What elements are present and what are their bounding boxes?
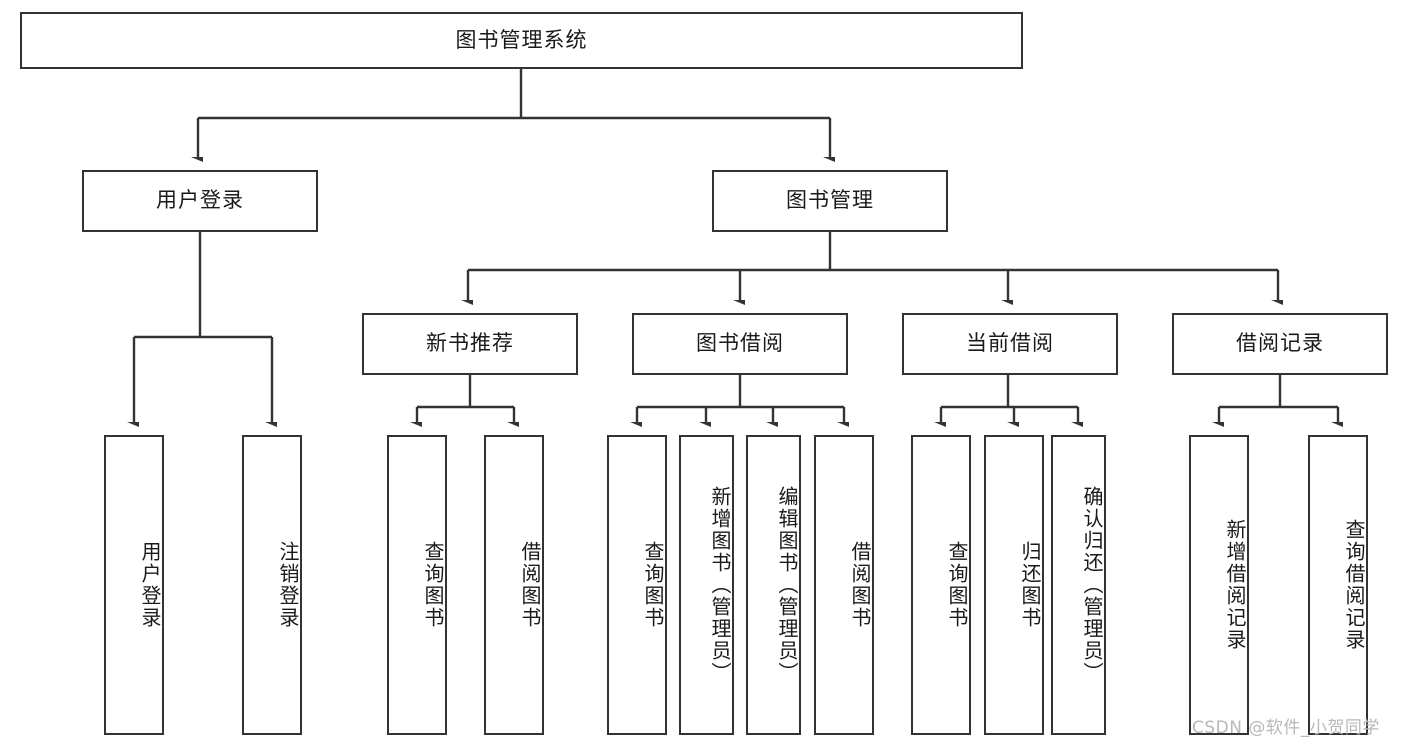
node-label: 查询图书 bbox=[945, 541, 969, 629]
leaf-user-login[interactable]: 用户登录 bbox=[104, 435, 164, 735]
leaf-query-book-current[interactable]: 查询图书 bbox=[911, 435, 971, 735]
node-label: 确认归还（管理员） bbox=[1080, 486, 1104, 684]
watermark-text: CSDN @软件_小贺同学 bbox=[1192, 718, 1380, 738]
leaf-confirm-return-admin[interactable]: 确认归还（管理员） bbox=[1051, 435, 1106, 735]
leaf-add-borrow-record[interactable]: 新增借阅记录 bbox=[1189, 435, 1249, 735]
node-label: 新书推荐 bbox=[426, 331, 514, 356]
node-book-borrow[interactable]: 图书借阅 bbox=[632, 313, 848, 375]
node-label: 新增图书（管理员） bbox=[708, 486, 732, 684]
leaf-query-borrow-record[interactable]: 查询借阅记录 bbox=[1308, 435, 1368, 735]
node-label: 借阅图书 bbox=[518, 541, 542, 629]
node-label: 借阅记录 bbox=[1236, 331, 1324, 356]
node-label: 编辑图书（管理员） bbox=[775, 486, 799, 684]
node-label: 归还图书 bbox=[1018, 541, 1042, 629]
node-label: 借阅图书 bbox=[848, 541, 872, 629]
node-label: 图书管理 bbox=[786, 188, 874, 213]
node-root[interactable]: 图书管理系统 bbox=[20, 12, 1023, 69]
node-label: 图书借阅 bbox=[696, 331, 784, 356]
node-new-book-recommend[interactable]: 新书推荐 bbox=[362, 313, 578, 375]
node-label: 新增借阅记录 bbox=[1223, 519, 1247, 651]
node-label: 用户登录 bbox=[156, 188, 244, 213]
leaf-edit-book-admin[interactable]: 编辑图书（管理员） bbox=[746, 435, 801, 735]
node-label: 查询图书 bbox=[641, 541, 665, 629]
node-label: 查询借阅记录 bbox=[1342, 519, 1366, 651]
node-label: 查询图书 bbox=[421, 541, 445, 629]
node-borrow-record[interactable]: 借阅记录 bbox=[1172, 313, 1388, 375]
leaf-query-book-recommend[interactable]: 查询图书 bbox=[387, 435, 447, 735]
node-label: 当前借阅 bbox=[966, 331, 1054, 356]
node-current-borrow[interactable]: 当前借阅 bbox=[902, 313, 1118, 375]
leaf-return-book[interactable]: 归还图书 bbox=[984, 435, 1044, 735]
node-label: 用户登录 bbox=[138, 541, 162, 629]
leaf-logout-login[interactable]: 注销登录 bbox=[242, 435, 302, 735]
leaf-query-book-borrow[interactable]: 查询图书 bbox=[607, 435, 667, 735]
leaf-borrow-book[interactable]: 借阅图书 bbox=[814, 435, 874, 735]
node-user-login[interactable]: 用户登录 bbox=[82, 170, 318, 232]
node-label: 图书管理系统 bbox=[455, 27, 588, 52]
leaf-borrow-book-recommend[interactable]: 借阅图书 bbox=[484, 435, 544, 735]
node-book-management[interactable]: 图书管理 bbox=[712, 170, 948, 232]
node-label: 注销登录 bbox=[276, 541, 300, 629]
leaf-add-book-admin[interactable]: 新增图书（管理员） bbox=[679, 435, 734, 735]
